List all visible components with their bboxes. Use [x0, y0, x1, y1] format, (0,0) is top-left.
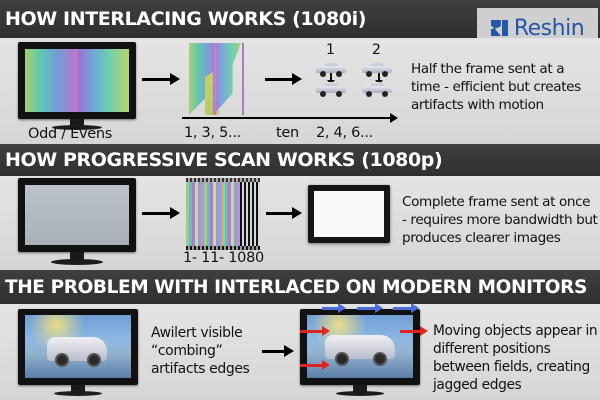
- section-title: THE PROBLEM WITH INTERLACED ON MODERN MO…: [5, 276, 587, 298]
- combing-monitor-icon: [18, 309, 138, 397]
- interlaced-monitor-icon: [18, 42, 136, 130]
- timeline-mid-label: ten: [276, 125, 299, 141]
- section-title: HOW PROGRESSIVE SCAN WORKS (1080p): [5, 149, 443, 171]
- odd-lines-label: 1, 3, 5...: [184, 125, 241, 141]
- red-motion-arrow-icon: [300, 360, 330, 369]
- logo-text: Reshin: [513, 15, 585, 41]
- scan-lines-graphic: [186, 178, 260, 250]
- arrow-right-icon: [142, 73, 180, 85]
- progressive-description: Complete frame sent at once - requires m…: [402, 194, 598, 246]
- scan-lines-caption: 1- 11- 1080: [183, 250, 264, 266]
- complete-frame-icon: [308, 185, 390, 243]
- arrow-right-icon: [142, 207, 180, 219]
- down-arrow-icon: [327, 73, 335, 85]
- combing-description: Awilert visible “combing” artifacts edge…: [151, 325, 250, 377]
- blue-motion-arrow-icon: [393, 303, 419, 312]
- arrow-right-icon: [265, 73, 302, 85]
- red-motion-arrow-icon: [300, 326, 330, 335]
- section-title: HOW INTERLACING WORKS (1080i): [5, 8, 367, 30]
- jagged-edges-monitor-icon: [300, 309, 420, 397]
- progressive-monitor-icon: [18, 178, 136, 266]
- field-2-label: 2: [372, 42, 381, 58]
- car-icon: [362, 82, 392, 97]
- timeline-axis: [182, 113, 398, 123]
- jagged-edges-description: Moving objects appear in different posit…: [433, 323, 598, 393]
- down-arrow-icon: [375, 73, 383, 85]
- car-icon: [362, 62, 392, 77]
- field-1-label: 1: [326, 42, 335, 58]
- reshin-logo-mark-icon: [491, 20, 509, 36]
- section-header-progressive: HOW PROGRESSIVE SCAN WORKS (1080p): [0, 144, 600, 176]
- red-motion-arrow-icon: [400, 326, 428, 335]
- monitor-caption: Odd / Evens: [28, 126, 113, 142]
- arrow-right-icon: [262, 345, 294, 357]
- interlacing-description: Half the frame sent at a time - efficien…: [411, 61, 581, 113]
- blue-motion-arrow-icon: [357, 303, 383, 312]
- arrow-right-icon: [266, 207, 302, 219]
- car-icon: [316, 62, 346, 77]
- interlaced-fields-graphic: [189, 43, 249, 115]
- car-icon: [316, 82, 346, 97]
- blue-motion-arrow-icon: [322, 303, 346, 312]
- even-lines-label: 2, 4, 6...: [316, 125, 373, 141]
- section-header-problem: THE PROBLEM WITH INTERLACED ON MODERN MO…: [0, 270, 600, 304]
